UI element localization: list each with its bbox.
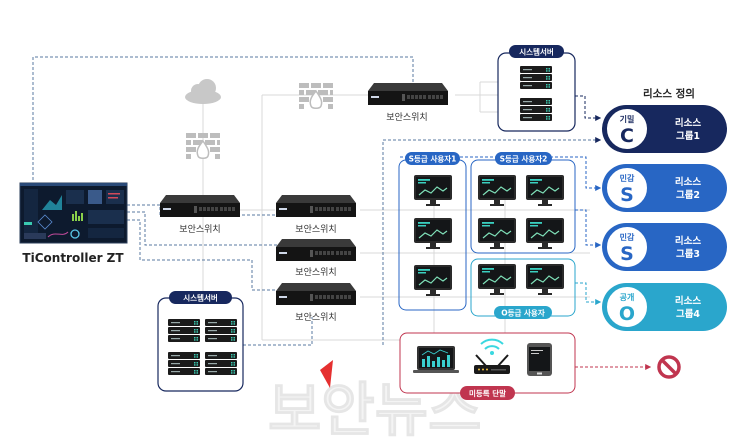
switch-label: 보안스위치 bbox=[295, 311, 336, 323]
security-switch-main[interactable] bbox=[160, 195, 240, 217]
laptop-icon bbox=[413, 346, 459, 373]
watermark-accent bbox=[320, 360, 333, 388]
monitor-icon bbox=[477, 217, 517, 250]
cloud-icon bbox=[185, 79, 221, 104]
controller-title: TiController ZT bbox=[22, 251, 124, 265]
grade-badge bbox=[605, 107, 649, 151]
monitor-icon bbox=[413, 217, 453, 250]
monitor-icon bbox=[525, 217, 565, 250]
system-server-label: 시스템서버 bbox=[519, 47, 554, 57]
switch-label: 보안스위치 bbox=[295, 266, 336, 278]
monitor-icon bbox=[413, 264, 453, 297]
monitor-icon bbox=[525, 174, 565, 207]
system-server-top[interactable]: 시스템서버 bbox=[497, 45, 576, 132]
firewall-icon bbox=[185, 132, 221, 160]
system-server-label: 시스템서버 bbox=[183, 293, 218, 303]
grade-letter: O bbox=[619, 303, 635, 325]
security-switch-3[interactable] bbox=[276, 283, 356, 305]
monitor-icon bbox=[477, 174, 517, 207]
resource-group-name: 리소스 bbox=[675, 235, 701, 247]
grade-letter: S bbox=[620, 243, 634, 265]
o-grade-user-label: O등급 사용자 bbox=[501, 308, 545, 318]
security-switch-2[interactable] bbox=[276, 239, 356, 261]
s-grade-user2-label: S등급 사용자2 bbox=[500, 154, 548, 164]
resource-group-number: 그룹2 bbox=[676, 189, 700, 201]
s-grade-user1-label: S등급 사용자1 bbox=[409, 154, 457, 164]
switch-label: 보안스위치 bbox=[386, 111, 427, 123]
unregistered-devices-label: 미등록 단말 bbox=[469, 388, 506, 398]
grade-letter: C bbox=[620, 125, 634, 147]
tablet-icon bbox=[527, 343, 552, 376]
grade-label: 공개 bbox=[620, 292, 635, 302]
arrow-group3 bbox=[575, 209, 602, 248]
arrow-group2 bbox=[400, 156, 602, 191]
switch-label: 보안스위치 bbox=[295, 223, 336, 235]
monitor-icon bbox=[525, 263, 565, 296]
switch-label: 보안스위치 bbox=[179, 223, 220, 235]
resource-definition-title: 리소스 정의 bbox=[643, 87, 695, 100]
unregistered-devices-group[interactable]: 미등록 단말 bbox=[399, 332, 576, 400]
grade-badge bbox=[605, 166, 649, 210]
resource-group-name: 리소스 bbox=[675, 176, 701, 188]
ticontroller-dashboard[interactable] bbox=[19, 182, 128, 244]
o-grade-user-group[interactable]: O등급 사용자 bbox=[470, 258, 576, 319]
arrow-group1 bbox=[575, 95, 602, 121]
security-switch-1[interactable] bbox=[276, 195, 356, 217]
arrow-group4 bbox=[575, 282, 602, 305]
wifi-router-icon bbox=[474, 338, 510, 374]
resource-group-number: 그룹4 bbox=[676, 308, 700, 320]
grade-label: 민감 bbox=[620, 232, 635, 242]
resource-group-name: 리소스 bbox=[675, 117, 701, 129]
monitor-icon bbox=[477, 263, 517, 296]
security-switch-top[interactable] bbox=[368, 83, 448, 105]
grade-badge bbox=[605, 225, 649, 269]
firewall-icon bbox=[298, 82, 334, 110]
grade-label: 민감 bbox=[620, 173, 635, 183]
resource-group-name: 리소스 bbox=[675, 295, 701, 307]
system-server-bottom[interactable]: 시스템서버 bbox=[157, 291, 244, 392]
s-grade-user2-group[interactable]: S등급 사용자2 bbox=[470, 152, 576, 254]
monitor-icon bbox=[413, 174, 453, 207]
resource-group-number: 그룹1 bbox=[676, 130, 700, 142]
s-grade-user1-group[interactable]: S등급 사용자1 bbox=[398, 152, 467, 311]
grade-label: 기밀 bbox=[620, 114, 635, 124]
block-icon bbox=[657, 355, 681, 379]
resource-group-number: 그룹3 bbox=[676, 248, 700, 260]
physical-links bbox=[202, 81, 590, 341]
grade-letter: S bbox=[620, 184, 634, 206]
grade-badge bbox=[605, 285, 649, 329]
